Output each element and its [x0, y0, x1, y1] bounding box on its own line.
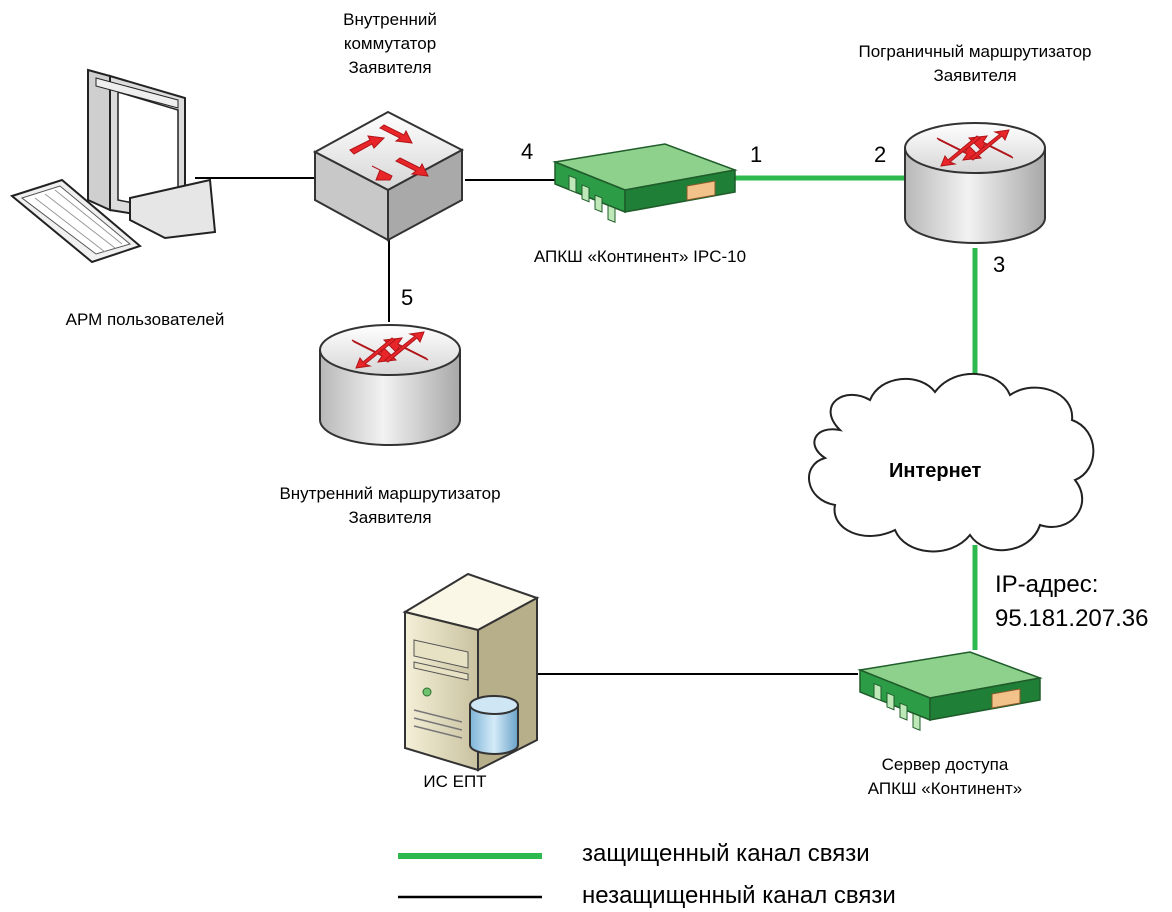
- server-label: ИС ЕПТ: [423, 772, 487, 791]
- crypto-gateway-label: АПКШ «Континент» IPC-10: [533, 247, 747, 266]
- legend-insecure-label: незащищенный канал связи: [582, 882, 896, 909]
- access-server-ip: IP-адрес: 95.181.207.36: [995, 571, 1149, 632]
- access-server-label: Сервер доступа АПКШ «Континент»: [867, 755, 1023, 798]
- border-router-label: Пограничный маршрутизатор Заявителя: [858, 42, 1092, 85]
- border-router-icon: [904, 122, 1046, 244]
- switch-label: Внутренний коммутатор Заявителя: [343, 10, 437, 77]
- legend-secure-label: защищенный канал связи: [582, 840, 870, 867]
- port-number-2: 2: [874, 142, 887, 167]
- server-icon: [402, 572, 540, 772]
- internal-router-icon: [319, 324, 461, 446]
- internet-cloud-icon: [808, 372, 1095, 553]
- access-server-icon: [859, 651, 1041, 731]
- port-number-5: 5: [401, 285, 414, 310]
- workstation-icon: [9, 68, 217, 264]
- crypto-gateway-icon: [554, 143, 736, 223]
- port-number-1: 1: [750, 142, 763, 167]
- switch-icon: [312, 110, 465, 242]
- internal-router-label: Внутренний маршрутизатор Заявителя: [279, 484, 501, 527]
- workstation-label: АРМ пользователей: [65, 310, 225, 329]
- internet-label: Интернет: [889, 460, 982, 482]
- port-number-3: 3: [993, 252, 1006, 277]
- port-number-4: 4: [521, 139, 534, 164]
